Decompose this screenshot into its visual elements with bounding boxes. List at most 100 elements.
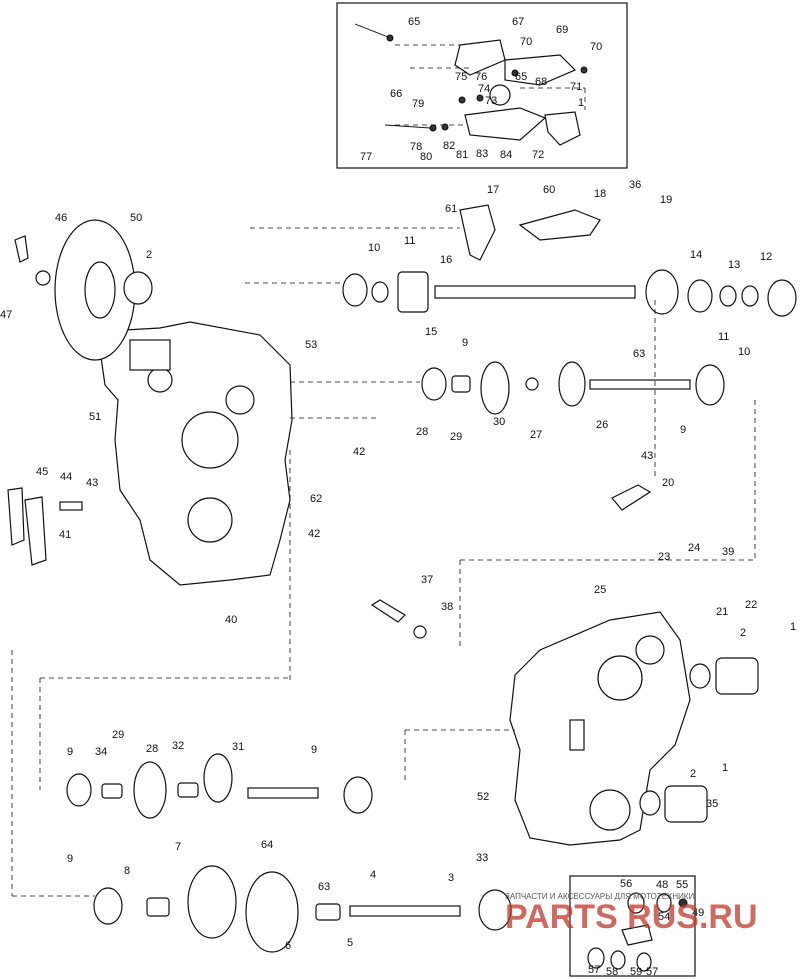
right-housing [370,484,759,846]
callout-label: 44 [60,471,72,483]
middle-shaft-assembly [290,361,725,419]
mounting-bracket [7,487,83,566]
callout-label: 1 [722,762,728,774]
callout-label: 65 [408,16,420,28]
callout-label: 20 [662,477,674,489]
callout-label: 2 [690,768,696,780]
callout-label: 10 [368,242,380,254]
callout-label: 24 [688,542,700,554]
callout-label: 71 [570,81,582,93]
callout-label: 70 [520,36,532,48]
callout-label: 25 [594,584,606,596]
callout-label: 38 [441,601,453,613]
callout-label: 45 [36,466,48,478]
callout-label: 67 [512,16,524,28]
callout-label: 15 [425,326,437,338]
callout-label: 23 [658,551,670,563]
callout-label: 66 [390,88,402,100]
callout-label: 1 [578,97,584,109]
callout-label: 80 [420,151,432,163]
lower-shaft-31-assembly [39,677,373,819]
callout-labels: 65 67 69 70 70 75 76 68 71 66 74 65 79 7… [0,16,796,978]
callout-label: 62 [310,493,322,505]
callout-label: 65 [515,71,527,83]
callout-label: 42 [353,446,365,458]
callout-label: 9 [67,853,73,865]
callout-label: 13 [728,259,740,271]
callout-label: 83 [476,148,488,160]
callout-label: 10 [738,346,750,358]
callout-label: 79 [412,98,424,110]
callout-label: 75 [455,71,467,83]
callout-label: 9 [67,746,73,758]
callout-label: 17 [487,184,499,196]
callout-label: 36 [629,179,641,191]
callout-label: 3 [448,872,454,884]
callout-label: 64 [261,839,273,851]
callout-label: 29 [450,431,462,443]
callout-label: 57 [588,964,600,976]
callout-label: 21 [716,606,728,618]
callout-label: 1 [790,621,796,633]
callout-label: 6 [285,940,291,952]
callout-label: 41 [59,529,71,541]
callout-label: 2 [740,627,746,639]
callout-label: 27 [530,429,542,441]
callout-label: 9 [462,337,468,349]
callout-label: 43 [86,477,98,489]
callout-label: 9 [311,744,317,756]
callout-label: 7 [175,841,181,853]
callout-label: 5 [347,937,353,949]
watermark-caption: ЗАПЧАСТИ И АКСЕССУАРЫ ДЛЯ МОТОТЕХНИКИ [505,892,695,901]
callout-label: 78 [410,141,422,153]
callout-label: 29 [112,729,124,741]
callout-label: 63 [318,881,330,893]
callout-label: 73 [485,95,497,107]
callout-label: 40 [225,614,237,626]
callout-label: 42 [308,528,320,540]
callout-label: 82 [443,140,455,152]
shift-linkage-parts [354,23,588,146]
callout-label: 61 [445,203,457,215]
callout-label: 11 [718,331,729,343]
callout-label: 69 [556,24,568,36]
callout-label: 30 [493,416,505,428]
callout-label: 26 [596,419,608,431]
callout-label: 55 [676,879,688,891]
callout-label: 46 [55,212,67,224]
callout-label: 22 [745,599,757,611]
clutch-cover-plate [14,219,153,361]
callout-label: 11 [404,235,415,247]
callout-label: 53 [305,339,317,351]
inset-detail-box [569,875,696,977]
inset-shift-linkage [336,2,628,169]
watermark-brand: PARTS RUS.RU [505,898,758,936]
upper-shaft-assembly [245,204,797,317]
callout-label: 4 [370,869,376,881]
callout-label: 19 [660,194,672,206]
callout-label: 8 [124,865,130,877]
callout-label: 77 [360,151,372,163]
callout-label: 49 [692,907,704,919]
assembly-guide-lines [250,227,756,780]
callout-label: 33 [476,852,488,864]
callout-label: 9 [680,424,686,436]
callout-label: 32 [172,740,184,752]
watermark: ЗАПЧАСТИ И АКСЕССУАРЫ ДЛЯ МОТОТЕХНИКИ PA… [505,892,758,936]
callout-label: 48 [656,879,668,891]
callout-label: 18 [594,188,606,200]
callout-label: 47 [0,309,12,321]
callout-label: 37 [421,574,433,586]
callout-label: 51 [89,411,101,423]
callout-label: 60 [543,184,555,196]
callout-label: 63 [633,348,645,360]
callout-label: 31 [232,741,244,753]
callout-label: 68 [535,76,547,88]
callout-label: 76 [475,71,487,83]
callout-label: 54 [658,911,670,923]
callout-label: 28 [146,743,158,755]
callout-label: 52 [477,791,489,803]
left-housing [99,321,293,586]
callout-label: 57 [646,966,658,978]
